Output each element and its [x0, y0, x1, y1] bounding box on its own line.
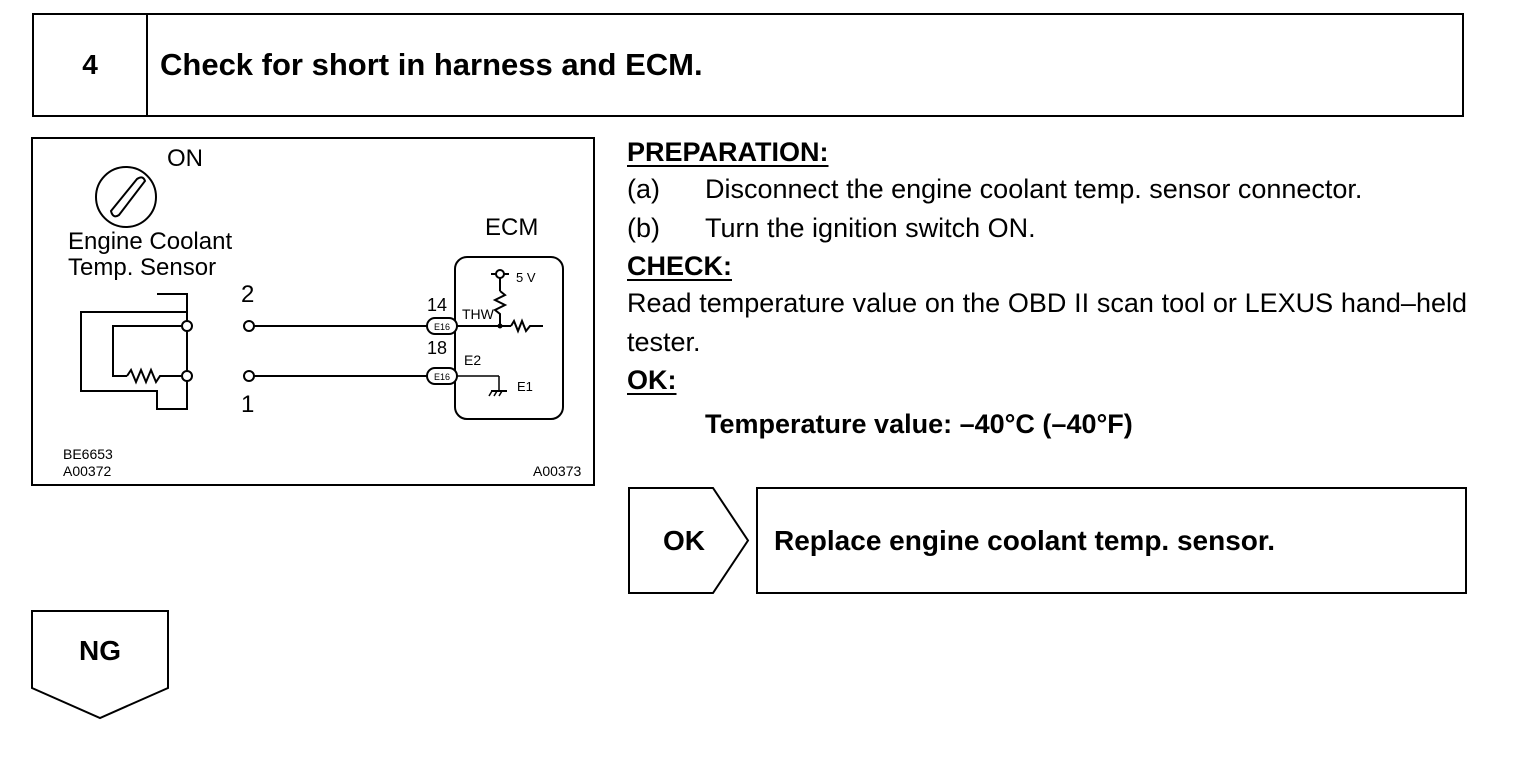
sensor-label-line1: Engine Coolant	[68, 228, 232, 255]
ng-arrow-tag	[31, 610, 169, 720]
figure-code-3: A00373	[533, 463, 581, 479]
preparation-heading: PREPARATION:	[627, 137, 829, 167]
step-marker: (a)	[627, 174, 660, 204]
ok-value: Temperature value: –40°C (–40°F)	[705, 409, 1133, 439]
ng-tag-label: NG	[79, 635, 121, 666]
harness-terminal-1	[243, 370, 255, 382]
ok-heading: OK:	[627, 365, 677, 395]
connector-top-label: E16	[434, 322, 450, 332]
check-heading: CHECK:	[627, 251, 732, 281]
ecm-label: ECM	[485, 214, 538, 241]
ecm-box	[454, 256, 564, 420]
ok-result-action: Replace engine coolant temp. sensor.	[756, 487, 1467, 594]
preparation-step-b: (b) Turn the ignition switch ON.	[627, 209, 1467, 248]
wiring-diagram: ON Engine Coolant Temp. Sensor 2 1 ECM E…	[31, 137, 595, 486]
step-marker: (b)	[627, 213, 660, 243]
sensor-connector	[80, 293, 193, 410]
sensor-label-line2: Temp. Sensor	[68, 254, 216, 281]
voltage-label: 5 V	[516, 270, 536, 285]
thw-label: THW	[462, 306, 495, 322]
ok-tag-label: OK	[663, 524, 705, 556]
instructions: PREPARATION: (a) Disconnect the engine c…	[627, 134, 1467, 444]
figure-code-2: A00372	[63, 463, 111, 479]
pin-1-label: 1	[241, 391, 254, 418]
ignition-switch-icon	[95, 166, 157, 228]
e1-label: E1	[517, 379, 533, 394]
preparation-step-a: (a) Disconnect the engine coolant temp. …	[627, 170, 1467, 209]
e2-label: E2	[464, 352, 481, 368]
step-text: Turn the ignition switch ON.	[705, 213, 1036, 243]
step-number: 4	[34, 15, 148, 115]
connector-bottom-label: E16	[434, 372, 450, 382]
pin-2-label: 2	[241, 281, 254, 308]
step-text: Disconnect the engine coolant temp. sens…	[705, 174, 1363, 204]
wiring-diagram-svg: ON Engine Coolant Temp. Sensor 2 1 ECM E…	[63, 145, 581, 479]
ok-arrow-tag	[628, 487, 750, 594]
ecm-internal-circuit	[457, 269, 543, 397]
step-header: 4 Check for short in harness and ECM.	[32, 13, 1464, 117]
terminal-18-label: 18	[427, 338, 447, 358]
figure-code-1: BE6653	[63, 446, 113, 462]
harness-terminal-2	[243, 320, 255, 332]
check-text: Read temperature value on the OBD II sca…	[627, 288, 1467, 357]
terminal-14-label: 14	[427, 295, 447, 315]
step-title: Check for short in harness and ECM.	[160, 47, 703, 82]
ignition-label: ON	[167, 145, 203, 172]
